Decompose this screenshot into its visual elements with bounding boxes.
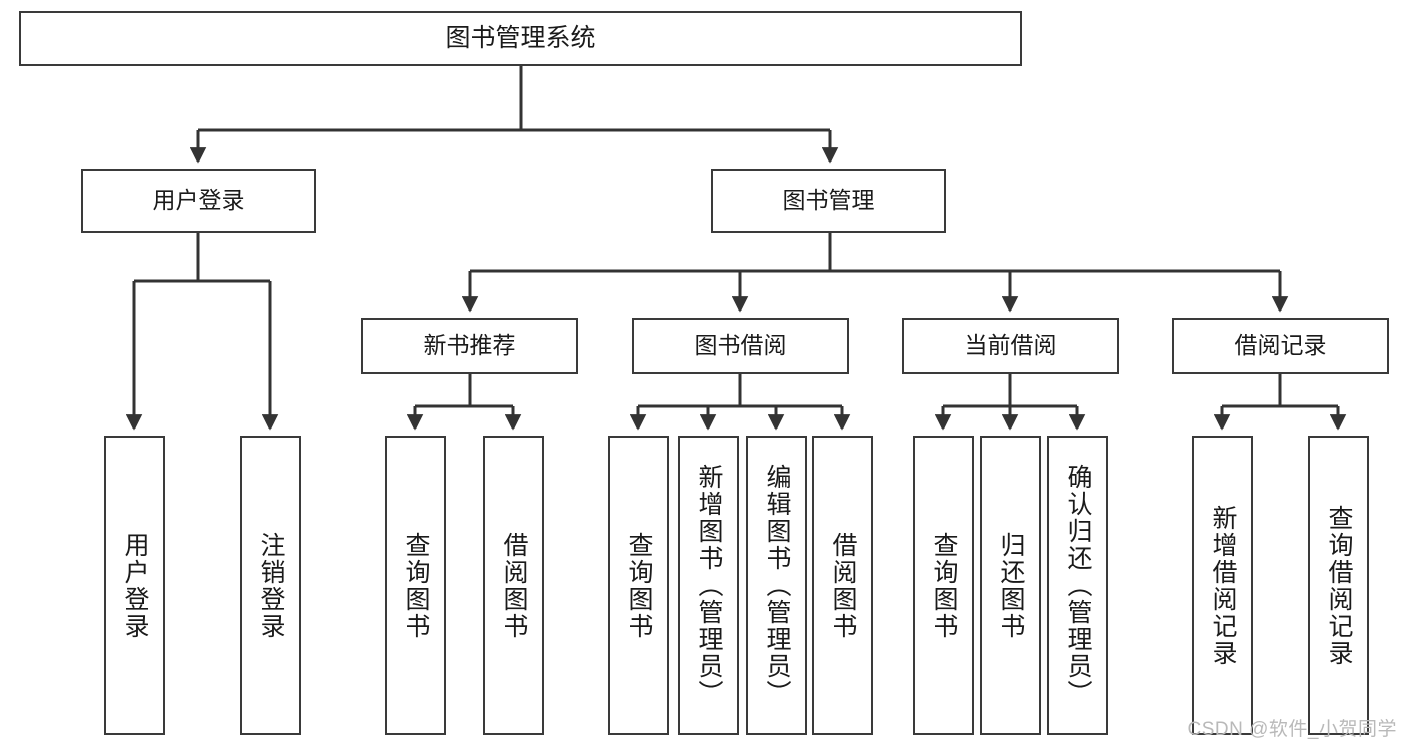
node-leaf-add-record-label: 新增借阅记录	[1209, 504, 1237, 667]
node-leaf-confirm-return-label: 确认归还（管理员）	[1064, 464, 1092, 707]
node-root[interactable]: 图书管理系统	[19, 11, 1022, 66]
node-leaf-query-book-3[interactable]: 查询图书	[913, 436, 974, 735]
node-leaf-query-book-2[interactable]: 查询图书	[608, 436, 669, 735]
node-book-borrow-label: 图书借阅	[694, 332, 787, 359]
node-leaf-query-book-3-label: 查询图书	[930, 531, 958, 640]
node-leaf-query-book-1-label: 查询图书	[402, 531, 430, 640]
node-leaf-borrow-book-1-label: 借阅图书	[500, 531, 528, 640]
node-leaf-logout[interactable]: 注销登录	[240, 436, 301, 735]
node-leaf-return-book-label: 归还图书	[997, 531, 1025, 640]
node-leaf-user-login-label: 用户登录	[121, 531, 149, 640]
node-leaf-add-book-label: 新增图书（管理员）	[695, 464, 723, 707]
node-current-borrow[interactable]: 当前借阅	[902, 318, 1119, 374]
node-new-book-recommend-label: 新书推荐	[423, 332, 516, 359]
node-book-management-label: 图书管理	[782, 187, 875, 214]
node-leaf-query-record[interactable]: 查询借阅记录	[1308, 436, 1369, 735]
node-book-borrow[interactable]: 图书借阅	[632, 318, 849, 374]
node-new-book-recommend[interactable]: 新书推荐	[361, 318, 578, 374]
node-leaf-confirm-return[interactable]: 确认归还（管理员）	[1047, 436, 1108, 735]
node-leaf-user-login[interactable]: 用户登录	[104, 436, 165, 735]
node-leaf-edit-book-label: 编辑图书（管理员）	[763, 464, 791, 707]
node-leaf-query-book-2-label: 查询图书	[625, 531, 653, 640]
node-book-management[interactable]: 图书管理	[711, 169, 946, 233]
node-current-borrow-label: 当前借阅	[964, 332, 1057, 359]
node-leaf-borrow-book-2[interactable]: 借阅图书	[812, 436, 873, 735]
node-user-login-label: 用户登录	[152, 187, 245, 214]
node-borrow-record-label: 借阅记录	[1234, 332, 1327, 359]
node-borrow-record[interactable]: 借阅记录	[1172, 318, 1389, 374]
node-leaf-query-record-label: 查询借阅记录	[1325, 504, 1353, 667]
node-leaf-query-book-1[interactable]: 查询图书	[385, 436, 446, 735]
node-leaf-return-book[interactable]: 归还图书	[980, 436, 1041, 735]
node-user-login[interactable]: 用户登录	[81, 169, 316, 233]
node-leaf-add-book[interactable]: 新增图书（管理员）	[678, 436, 739, 735]
node-leaf-edit-book[interactable]: 编辑图书（管理员）	[746, 436, 807, 735]
node-leaf-add-record[interactable]: 新增借阅记录	[1192, 436, 1253, 735]
node-leaf-borrow-book-1[interactable]: 借阅图书	[483, 436, 544, 735]
node-leaf-borrow-book-2-label: 借阅图书	[829, 531, 857, 640]
node-leaf-logout-label: 注销登录	[257, 531, 285, 640]
node-root-label: 图书管理系统	[445, 23, 596, 52]
